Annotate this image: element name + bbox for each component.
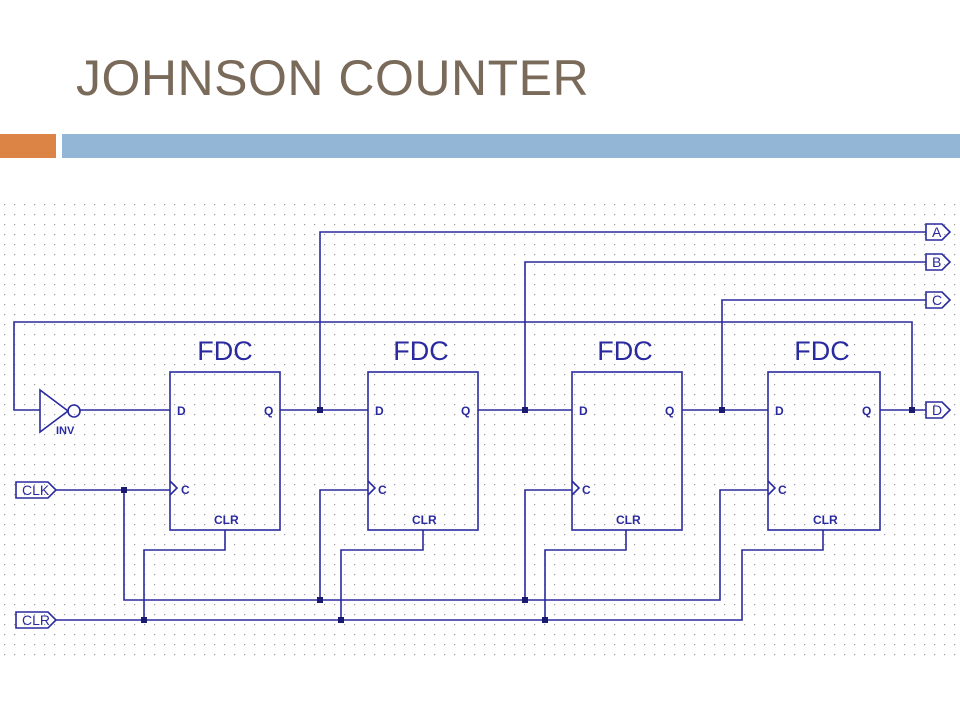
flipflop-4-c-pin: C (778, 483, 787, 497)
flipflop-1-type: FDC (197, 336, 253, 366)
flipflop-2-type: FDC (393, 336, 449, 366)
slide-title: JOHNSON COUNTER (76, 50, 590, 106)
flipflop-1-q-pin: Q (264, 404, 273, 418)
flipflop-3-clr-pin: CLR (616, 513, 641, 527)
flipflop-2-d-pin: D (375, 404, 384, 418)
input-port-clr-label: CLR (22, 612, 50, 628)
input-port-clk-label: CLK (22, 482, 50, 498)
output-port-b: B (925, 253, 952, 271)
output-port-a: A (925, 223, 952, 241)
output-port-d: D (925, 401, 952, 419)
input-port-clk: CLK (15, 481, 58, 499)
flipflop-3: FDC D Q C CLR (571, 336, 683, 531)
output-port-a-label: A (932, 224, 942, 240)
flipflop-2-c-pin: C (378, 483, 387, 497)
accent-bar-orange (0, 134, 56, 158)
flipflop-1-c-pin: C (181, 483, 190, 497)
flipflop-3-q-pin: Q (665, 404, 674, 418)
input-port-clr: CLR (15, 611, 58, 629)
flipflop-1: FDC D Q C CLR (169, 336, 281, 531)
flipflop-3-c-pin: C (582, 483, 591, 497)
output-port-d-label: D (932, 402, 942, 418)
flipflop-2: FDC D Q C CLR (367, 336, 479, 531)
output-port-c: C (925, 291, 952, 309)
flipflop-4: FDC D Q C CLR (767, 336, 881, 531)
flipflop-3-d-pin: D (579, 404, 588, 418)
flipflop-4-type: FDC (794, 336, 850, 366)
clear-wires (56, 530, 824, 621)
inverter-gate: INV (39, 388, 81, 437)
output-port-c-label: C (932, 292, 942, 308)
flipflop-1-clr-pin: CLR (214, 513, 239, 527)
flipflop-2-clr-pin: CLR (412, 513, 437, 527)
flipflop-4-d-pin: D (775, 404, 784, 418)
clock-wires (56, 489, 768, 601)
inverter-label: INV (56, 425, 75, 437)
flipflop-4-clr-pin: CLR (813, 513, 838, 527)
junction-dots (121, 407, 915, 623)
flipflop-3-type: FDC (597, 336, 653, 366)
grid-background (0, 196, 960, 656)
flipflop-4-q-pin: Q (862, 404, 871, 418)
output-port-b-label: B (932, 254, 941, 270)
flipflop-2-q-pin: Q (461, 404, 470, 418)
accent-bar-blue (62, 134, 960, 158)
flipflop-1-d-pin: D (177, 404, 186, 418)
